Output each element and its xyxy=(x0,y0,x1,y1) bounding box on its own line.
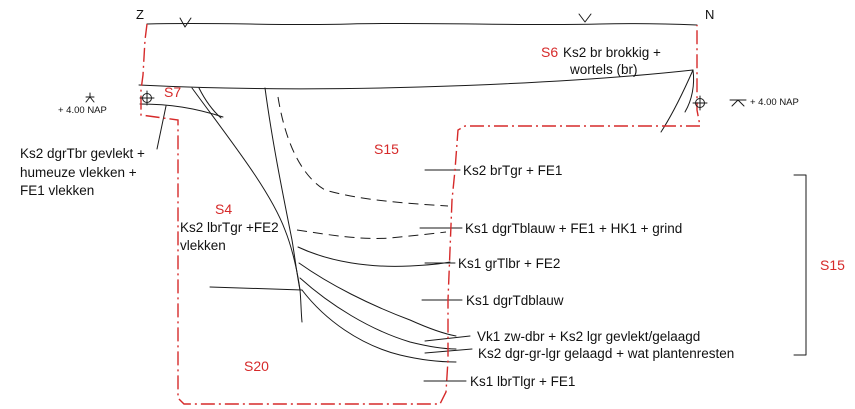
feature-label-s4: S4 xyxy=(215,201,232,217)
layer-text-s4-line1: Ks2 lbrTgr +FE2 xyxy=(180,220,279,235)
level-label-left: + 4.00 NAP xyxy=(58,105,107,116)
layer-text-l1: Ks2 brTgr + FE1 xyxy=(463,163,562,178)
surface-line xyxy=(146,22,698,26)
layer-boundary-s4-base xyxy=(209,286,303,291)
layer-boundary-right-inner xyxy=(684,69,695,113)
layer-text-s7-line2: humeuze vlekken + xyxy=(20,165,137,180)
feature-label-s20: S20 xyxy=(244,358,269,374)
layer-text-l6: Ks2 dgr-gr-lgr gelaagd + wat plantenrest… xyxy=(478,346,734,361)
layer-text-l2: Ks1 dgrTblauw + FE1 + HK1 + grind xyxy=(465,221,682,236)
feature-label-s15-upper: S15 xyxy=(374,141,399,157)
layer-boundary-s7 xyxy=(139,103,224,118)
feature-label-s6: S6 xyxy=(541,44,558,60)
layer-boundary-d xyxy=(301,289,457,363)
layer-text-s7-line1: Ks2 dgrTbr gevlekt + xyxy=(20,146,145,161)
leader-line-s7 xyxy=(156,105,167,150)
layer-text-l7: Ks1 lbrTlgr + FE1 xyxy=(470,374,575,389)
level-label-right: + 4.00 NAP xyxy=(750,97,799,108)
level-marker-right: + 4.00 NAP xyxy=(729,97,799,108)
layer-text-l4: Ks1 dgrTdblauw xyxy=(466,293,564,308)
layer-text-l5: Vk1 zw-dbr + Ks2 lgr gevlekt/gelaagd xyxy=(477,329,700,344)
cut-boundary-s4-right xyxy=(264,87,301,291)
dashed-boundary-upper xyxy=(277,96,449,207)
layer-text-l3: Ks1 grTlbr + FE2 xyxy=(458,256,560,271)
level-marker-left: + 4.00 NAP xyxy=(58,92,107,116)
surface-tick-mark xyxy=(179,17,192,28)
layer-text-s4-line2: vlekken xyxy=(180,238,226,253)
layer-boundary-b xyxy=(298,262,457,337)
orientation-north-label: N xyxy=(705,7,714,22)
surface-tick-mark xyxy=(578,13,592,23)
layer-text-s6-line2: wortels (br) xyxy=(569,62,638,77)
feature-label-s15-bracket: S15 xyxy=(820,257,845,273)
bracket-s15 xyxy=(793,174,807,356)
layer-text-s7-line3: FE1 vlekken xyxy=(20,183,94,198)
layer-text-s6-line1: Ks2 br brokkig + xyxy=(563,45,661,60)
feature-label-s7: S7 xyxy=(164,84,181,100)
dashed-boundary-lower xyxy=(296,229,447,239)
survey-point-left xyxy=(139,90,155,106)
layer-boundary-s6 xyxy=(138,69,694,90)
cut-boundary-s4 xyxy=(191,87,303,323)
survey-point-right xyxy=(692,95,708,111)
layer-boundary-c xyxy=(299,277,457,350)
layer-boundary-right xyxy=(660,69,694,133)
orientation-south-label: Z xyxy=(136,7,144,22)
excavation-outline xyxy=(140,23,701,405)
cut-boundary-s4-inner xyxy=(198,87,222,119)
